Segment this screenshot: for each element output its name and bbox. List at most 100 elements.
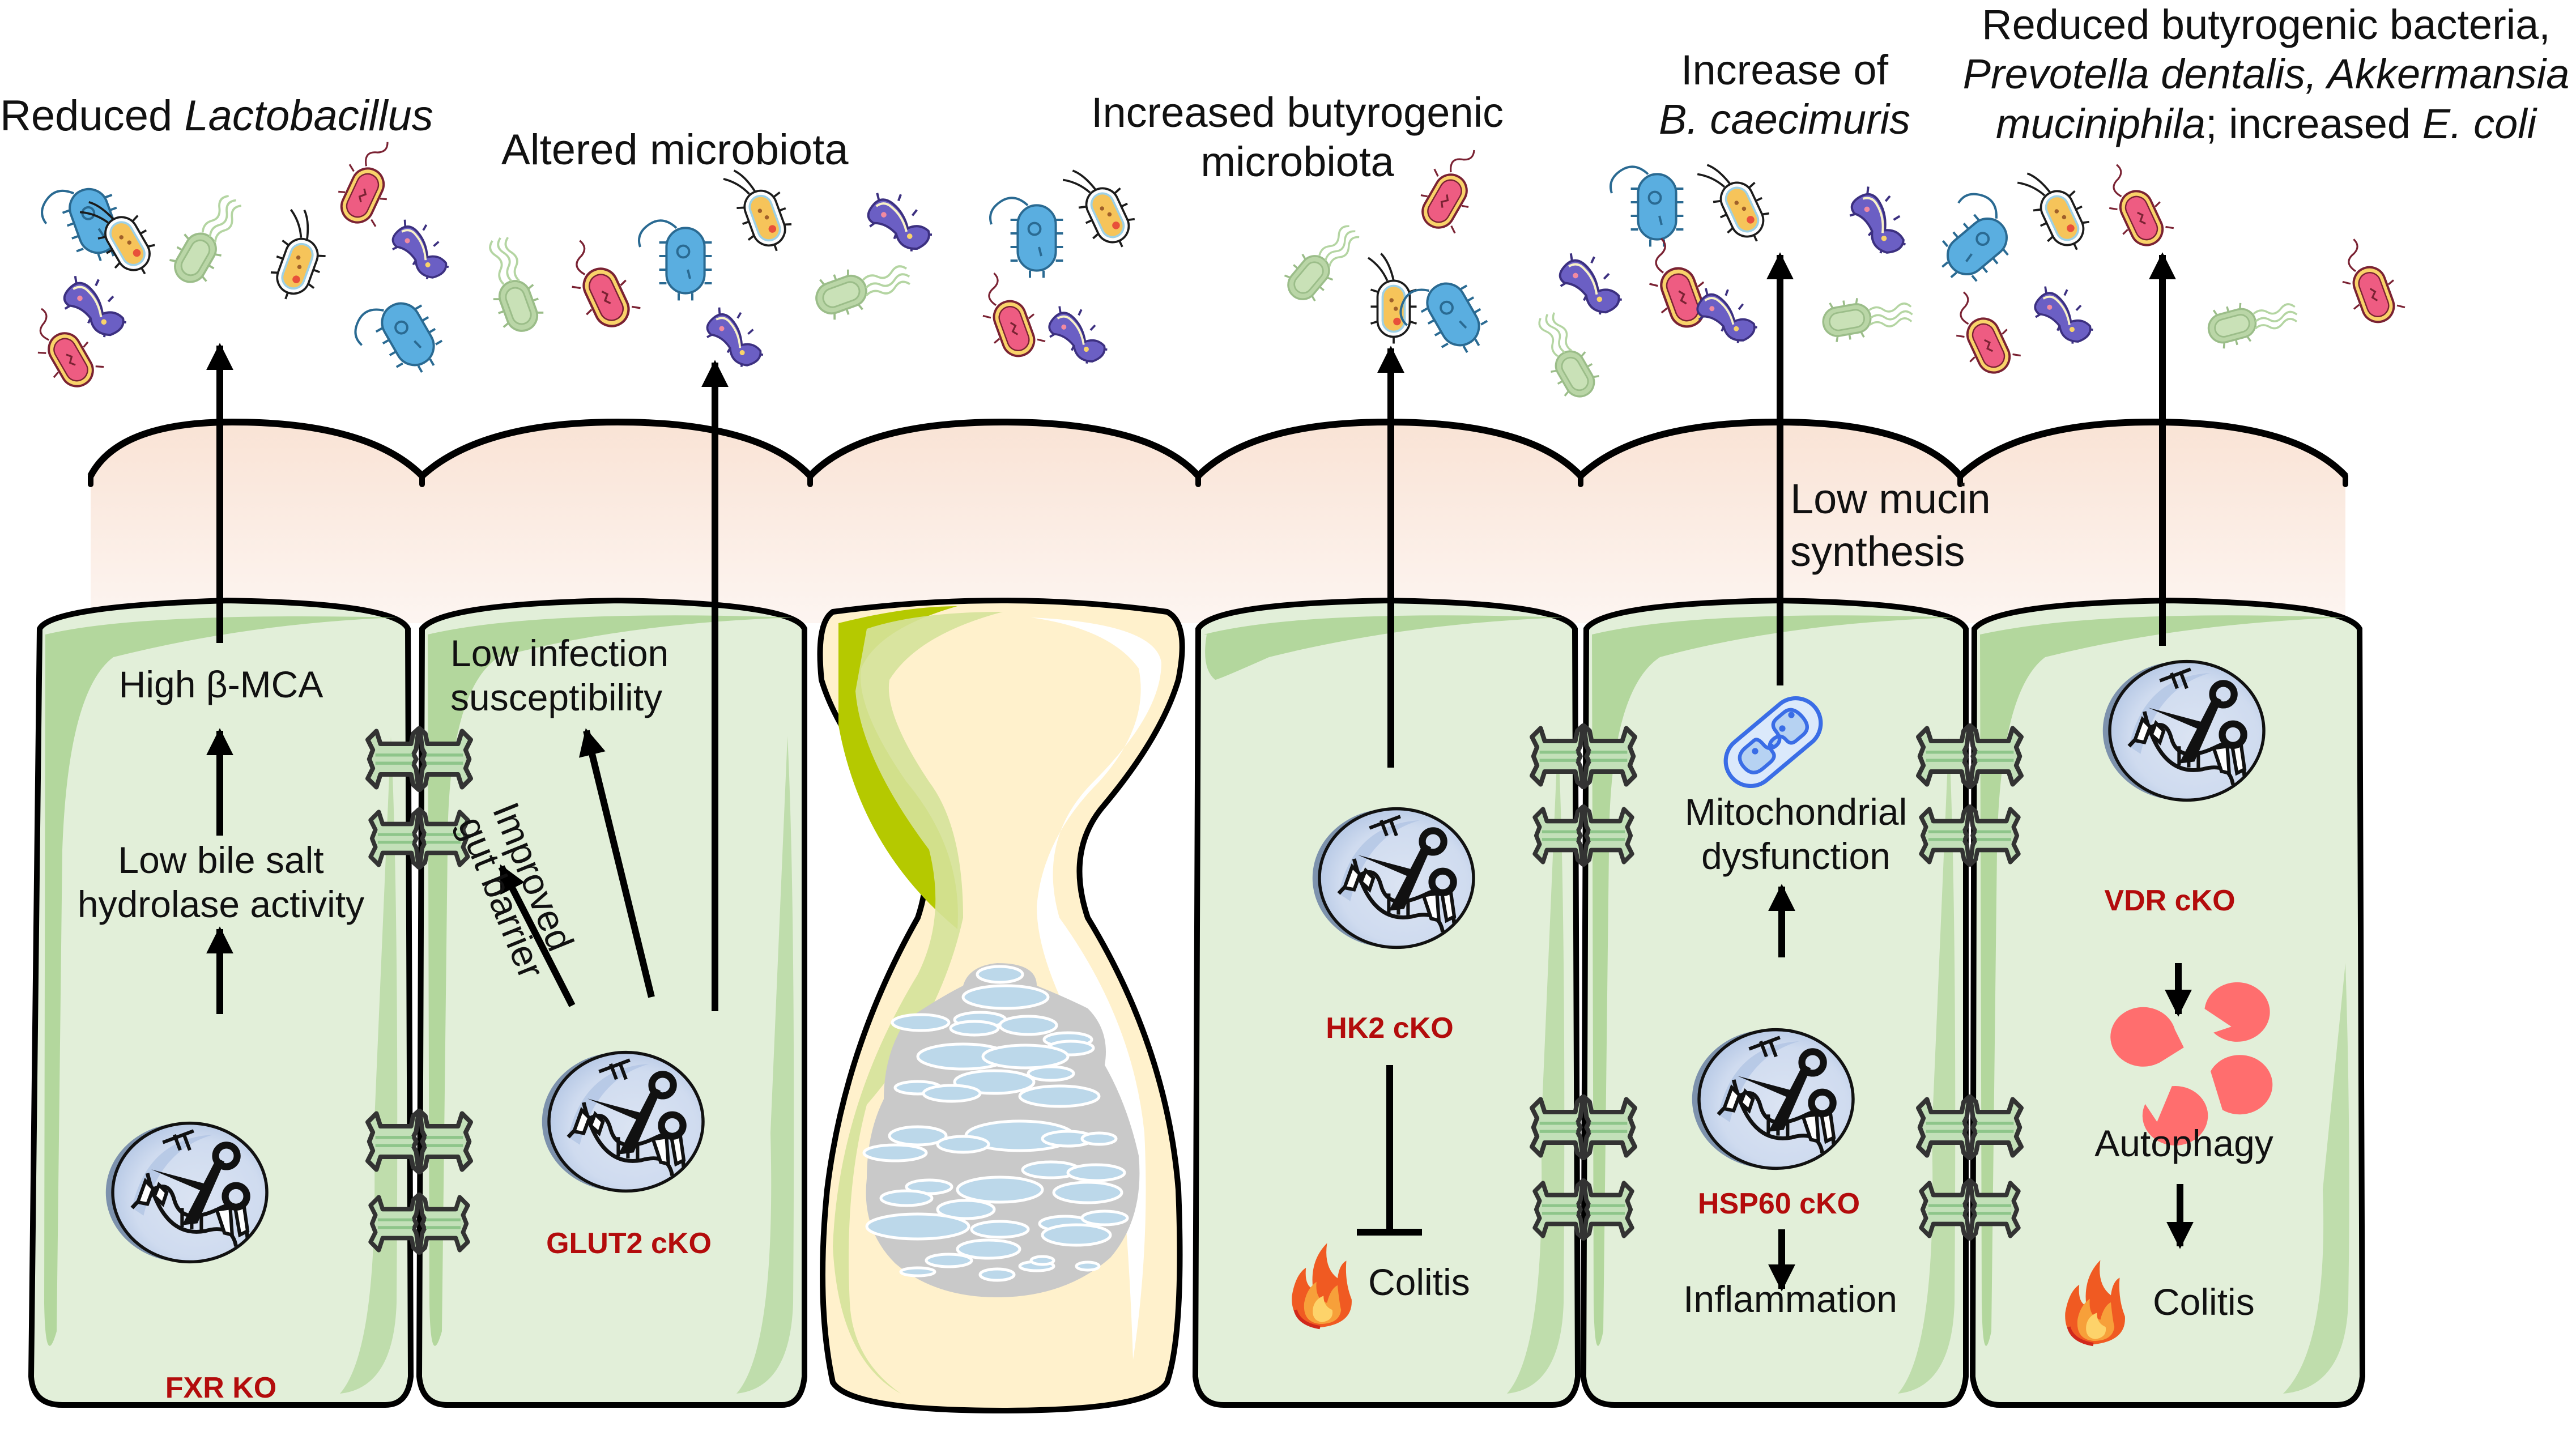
mucin-granule <box>1052 1181 1123 1204</box>
mucin-granule <box>865 1212 970 1241</box>
mucin-granule <box>899 1266 936 1277</box>
label-colitis: Colitis <box>2153 1281 2255 1323</box>
cell-hsp60 <box>1580 597 1969 1408</box>
bacterium-icon <box>1689 280 1767 348</box>
label-italic-text: muciniphila <box>1995 100 2206 147</box>
bacterium-icon <box>1840 181 1923 262</box>
label-line: Low bile salt <box>118 839 324 881</box>
label-italic-text: E. coli <box>2422 100 2537 147</box>
nucleus-gene-knockout-icon <box>1692 1030 1853 1169</box>
mucin-granule <box>1029 1255 1055 1266</box>
mucin-granules <box>862 963 1140 1297</box>
label-line: Low mucin <box>1790 475 1991 522</box>
label-line: Prevotella dentalis, Akkermansia <box>1963 49 2570 99</box>
label-line: Reduced butyrogenic bacteria, <box>1982 1 2551 48</box>
label-low-infection-susceptibility: Low infection susceptibility <box>450 632 669 720</box>
label-low-mucin-synthesis: Low mucin synthesis <box>1790 473 1991 578</box>
mucin-granule <box>1066 1163 1126 1182</box>
bacterium-icon <box>2203 288 2302 352</box>
mucin-granule <box>961 984 1050 1010</box>
nucleus-gene-knockout-icon <box>106 1123 267 1262</box>
label-line: B. caecimuris <box>1659 95 1910 144</box>
label-mitochondrial-dysfunction: Mitochondrial dysfunction <box>1685 790 1907 879</box>
mucin-granule <box>956 1238 1021 1260</box>
mucin-granule <box>976 965 1024 984</box>
bacterium-icon <box>556 229 643 335</box>
nucleus-gene-knockout-icon <box>542 1053 703 1191</box>
bacterium-icon <box>1040 299 1119 370</box>
knockout-label-hk2: HK2 cKO <box>1326 1012 1454 1045</box>
bacterium-icon <box>1524 306 1606 406</box>
bacterium-icon <box>56 269 138 343</box>
label-increase-b-caecimuris: Increase of B. caecimuris <box>1659 45 1910 144</box>
mucin-granule <box>998 1015 1058 1036</box>
knockout-label-vdr: VDR cKO <box>2104 884 2236 917</box>
nucleus-gene-knockout-icon <box>1313 809 1474 948</box>
mucin-granule <box>891 1013 951 1032</box>
label-line: muciniphila; increased E. coli <box>1963 99 2570 148</box>
mucin-granule <box>936 1135 990 1154</box>
mucin-granule <box>1080 1131 1118 1146</box>
knockout-label-hsp60: HSP60 cKO <box>1697 1187 1860 1220</box>
label-line: hydrolase activity <box>77 883 365 925</box>
goblet-cell <box>817 598 1185 1414</box>
bacterium-icon <box>382 212 463 287</box>
bacterium-icon <box>1552 246 1633 320</box>
bacterium-icon <box>861 186 941 256</box>
bacterium-icon <box>328 131 410 231</box>
knockout-label-glut2: GLUT2 cKO <box>546 1227 712 1260</box>
label-line: Increase of <box>1680 46 1889 93</box>
bacterium-icon <box>348 287 451 392</box>
knockout-label-fxr: FXR KO <box>165 1372 277 1404</box>
cell-glut2 <box>416 597 807 1408</box>
mucin-granule <box>1041 1223 1112 1247</box>
mucin-granule <box>1018 1084 1101 1108</box>
mucin-granule <box>936 1199 996 1220</box>
label-italic-text: Lactobacillus <box>184 92 433 140</box>
cell-hk2 <box>1192 597 1581 1408</box>
bacterium-icon <box>639 220 712 300</box>
bacterium-icon <box>2026 279 2105 351</box>
mucin-granule <box>981 1044 1070 1070</box>
label-line: synthesis <box>1790 527 1965 575</box>
bacterium-icon <box>2015 157 2099 262</box>
pathway-arrows <box>206 252 2194 1292</box>
bacterium-icon <box>990 198 1063 278</box>
label-line: microbiota <box>1200 138 1394 186</box>
label-text: ; increased <box>2205 100 2422 147</box>
arrow-diagonal <box>578 728 655 998</box>
bacterium-icon <box>1694 148 1779 253</box>
bacterium-icon <box>473 232 548 338</box>
label-text: Reduced <box>0 92 185 140</box>
label-italic-text: B. caecimuris <box>1658 96 1911 143</box>
mucin-granule <box>879 1189 934 1207</box>
mucus-layer <box>87 419 2348 623</box>
mucin-granule <box>1080 1209 1129 1226</box>
mucin-granule <box>1075 1260 1101 1272</box>
mucin-granule <box>978 1267 1016 1282</box>
label-italic-text: Prevotella dentalis, Akkermansia <box>1962 50 2570 98</box>
label-autophagy: Autophagy <box>2094 1122 2273 1164</box>
bacterium-icon <box>1636 229 1718 334</box>
label-increased-butyrogenic: Increased butyrogenic microbiota <box>1091 88 1504 187</box>
bacterium-icon <box>697 300 777 374</box>
mucin-granule <box>922 1084 982 1103</box>
label-altered-microbiota: Altered microbiota <box>501 126 849 174</box>
label-line: Low infection <box>450 632 669 674</box>
bacterium-icon <box>163 185 250 292</box>
epithelial-cells <box>28 597 2366 1414</box>
label-reduced-lactobacillus: Reduced Lactobacillus <box>0 91 433 142</box>
label-reduced-butyrogenic: Reduced butyrogenic bacteria, Prevotella… <box>1963 0 2570 148</box>
bacterium-icon <box>970 265 1047 363</box>
bacterium-icon <box>260 205 339 308</box>
bacterium-icon <box>1917 185 2025 292</box>
label-low-bile-salt-hydrolase: Low bile salt hydrolase activity <box>78 838 364 927</box>
bacterium-icon <box>2094 154 2176 254</box>
arrow-diagonal <box>498 864 576 1007</box>
label-line: Mitochondrial <box>1684 791 1907 833</box>
mucin-granule <box>956 1176 1044 1204</box>
bacterium-icon <box>1941 282 2023 381</box>
mucin-granule <box>949 1020 1000 1037</box>
nucleus-gene-knockout-icon <box>2103 662 2264 800</box>
